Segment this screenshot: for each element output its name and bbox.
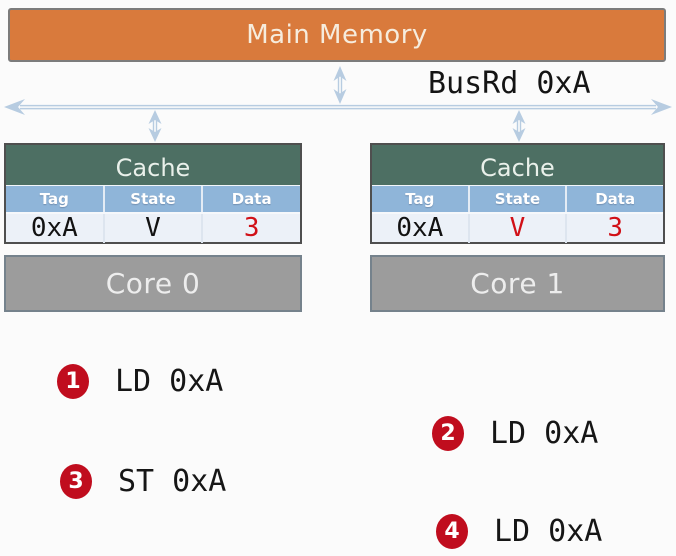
cache-0-state-value: V <box>105 214 204 243</box>
step-3-text: ST 0xA <box>118 464 227 499</box>
cache-0-col-state: State <box>105 186 204 212</box>
cache-0-col-tag: Tag <box>6 186 105 212</box>
cache-1-title: Cache <box>372 145 663 185</box>
cache-0-column-headers: Tag State Data <box>6 185 300 212</box>
cache-0-col-data: Data <box>231 190 272 208</box>
instruction-step-3: 3 ST 0xA <box>60 464 226 499</box>
cache-1-column-headers: Tag State Data <box>372 185 663 212</box>
step-1-text: LD 0xA <box>115 364 224 399</box>
bus-line <box>4 99 672 115</box>
cache-1-state-value: V <box>470 214 568 243</box>
core-0-box: Core 0 <box>4 255 302 312</box>
step-4-text: LD 0xA <box>494 514 603 549</box>
cache-1-col-state: State <box>470 186 568 212</box>
instruction-step-4: 4 LD 0xA <box>436 514 602 549</box>
bus-transaction-label: BusRd 0xA <box>428 66 591 101</box>
cache-1-data-value: 3 <box>607 213 623 243</box>
instruction-step-1: 1 LD 0xA <box>57 364 223 399</box>
cache-1-col-data: Data <box>595 190 636 208</box>
step-3-badge: 3 <box>60 464 92 499</box>
cache1-bus-arrow <box>512 110 526 142</box>
cache-1-entry-row: 0xA V 3 <box>372 212 663 243</box>
cache-0-title: Cache <box>6 145 300 185</box>
instruction-step-2: 2 LD 0xA <box>432 416 598 451</box>
cache-1-tag-value: 0xA <box>372 214 470 243</box>
step-4-badge: 4 <box>436 514 468 549</box>
cache-1-table: Cache Tag State Data 0xA V 3 <box>370 143 665 244</box>
main-memory-label: Main Memory <box>246 20 428 50</box>
step-1-badge: 1 <box>57 364 89 399</box>
core-1-box: Core 1 <box>370 255 665 312</box>
memory-bus-arrow <box>333 66 347 104</box>
cache-0-data-value: 3 <box>243 213 260 243</box>
cache0-bus-arrow <box>148 110 162 142</box>
step-2-badge: 2 <box>432 416 464 451</box>
cache-0-tag-value: 0xA <box>6 214 105 243</box>
cache-1-col-tag: Tag <box>372 186 470 212</box>
step-2-text: LD 0xA <box>490 416 599 451</box>
cache-0-table: Cache Tag State Data 0xA V 3 <box>4 143 302 244</box>
main-memory-box: Main Memory <box>8 8 666 62</box>
cache-0-entry-row: 0xA V 3 <box>6 212 300 243</box>
